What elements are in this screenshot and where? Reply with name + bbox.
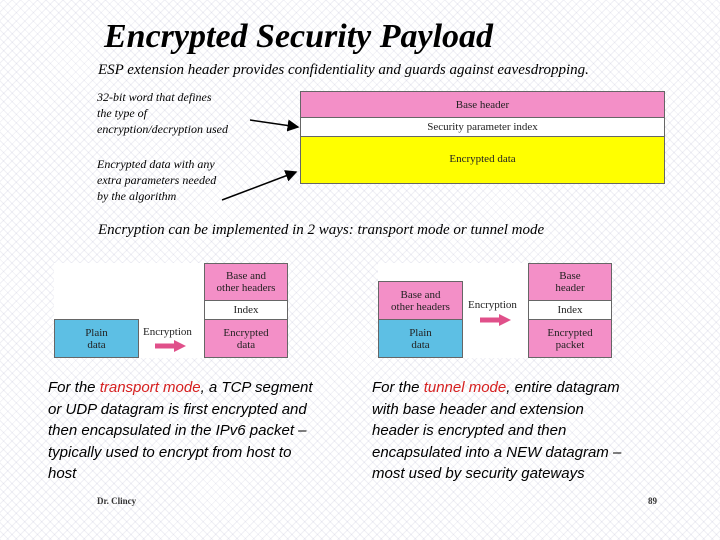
slide-title: Encrypted Security Payload — [104, 18, 494, 55]
arrow-to-spi — [249, 119, 300, 132]
slide-subtitle: ESP extension header provides confidenti… — [98, 62, 589, 78]
cell-line: data — [87, 338, 106, 351]
cell-line: Base — [559, 270, 581, 282]
tunnel-mode-highlight: tunnel mode — [423, 379, 507, 396]
footer-author: Dr. Clincy — [97, 496, 137, 506]
cell-line: Base and — [225, 270, 266, 282]
cell-line: other headers — [216, 282, 276, 294]
note-line: encryption/decryption used — [97, 122, 228, 136]
note-line: 32-bit word that defines — [97, 90, 212, 104]
transport-mode-description: For the transport mode, a TCP segment or… — [48, 377, 313, 485]
text-run: For the — [372, 379, 424, 396]
transport-arrow-icon — [155, 340, 186, 352]
text-run: , a TCP segment or UDP datagram is first… — [48, 379, 313, 482]
cell-line: Plain — [85, 326, 108, 339]
note-line: the type of — [97, 106, 147, 120]
note-encrypted-data: Encrypted data with any extra parameters… — [97, 156, 267, 204]
text-run: For the — [48, 379, 100, 396]
arrow-to-encrypted-data — [221, 170, 298, 201]
cell-line: Encrypted — [547, 326, 593, 339]
packet-security-parameter-index: Security parameter index — [300, 117, 665, 137]
cell-line: other headers — [391, 300, 450, 313]
packet-base-header: Base header — [300, 91, 665, 118]
cell-line: Plain — [409, 326, 432, 339]
transport-index: Index — [204, 300, 288, 320]
note-line: Encrypted data with any — [97, 157, 215, 171]
tunnel-encryption-label: Encryption — [468, 299, 517, 311]
cell-line: data — [236, 338, 256, 351]
tunnel-arrow-icon — [480, 314, 511, 326]
note-line: by the algorithm — [97, 189, 177, 203]
note-32bit-word: 32-bit word that defines the type of enc… — [97, 89, 267, 137]
cell-line: Encrypted — [223, 326, 269, 339]
tunnel-index: Index — [528, 300, 612, 320]
tunnel-mode-description: For the tunnel mode, entire datagram wit… — [372, 377, 634, 485]
encryption-ways-text: Encryption can be implemented in 2 ways:… — [98, 222, 545, 238]
cell-line: Base and — [400, 288, 441, 301]
cell-line: data — [411, 338, 430, 351]
transport-mode-highlight: transport mode — [99, 379, 201, 396]
text-run: , entire datagram with base header and e… — [372, 379, 622, 482]
packet-encrypted-data: Encrypted data — [300, 136, 665, 184]
page-number: 89 — [648, 496, 657, 506]
transport-encryption-label: Encryption — [143, 326, 192, 338]
note-line: extra parameters needed — [97, 173, 217, 187]
cell-line: packet — [555, 338, 585, 351]
cell-line: header — [555, 282, 585, 294]
